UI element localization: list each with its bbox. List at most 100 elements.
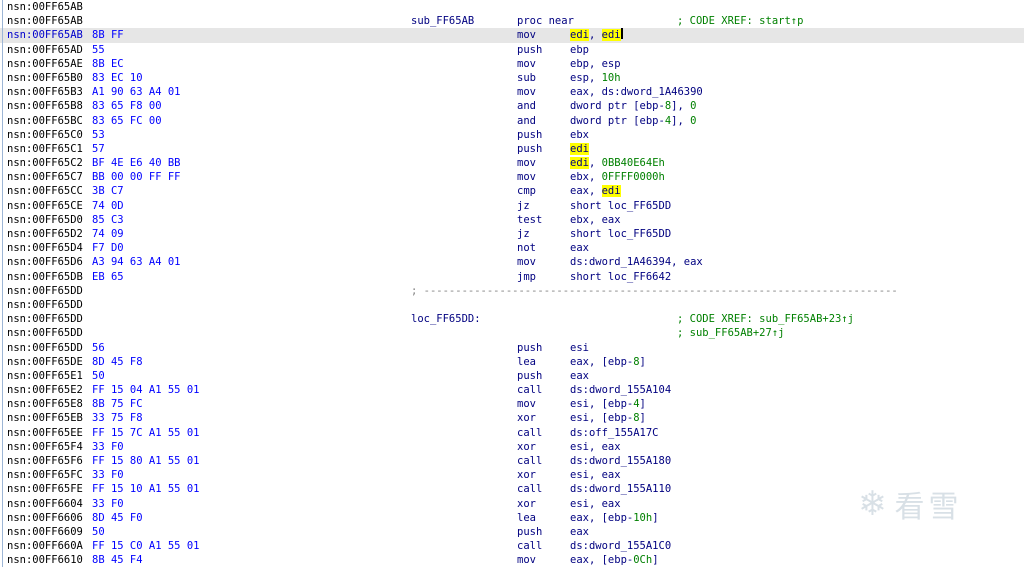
operand-token[interactable]: ebx, — [570, 171, 602, 184]
instruction-operands[interactable]: eax, [ebp-10h] — [570, 511, 659, 525]
opcode-bytes[interactable]: 8B EC — [92, 57, 124, 70]
operand-token[interactable]: short loc_FF65DD — [570, 199, 672, 212]
operand-token[interactable]: ] — [639, 412, 646, 425]
instruction-operands[interactable]: eax — [570, 241, 589, 255]
opcode-bytes[interactable]: 85 C3 — [92, 213, 124, 226]
immediate-value[interactable]: 0BB40E64Eh — [601, 157, 665, 170]
highlighted-register[interactable]: edi — [601, 29, 621, 42]
immediate-value[interactable]: 4 — [664, 114, 672, 127]
opcode-bytes[interactable]: FF 15 7C A1 55 01 — [92, 426, 200, 439]
line-address[interactable]: nsn:00FF65D6 — [7, 256, 83, 269]
immediate-value[interactable]: 4 — [633, 398, 640, 411]
line-address[interactable]: nsn:00FF65CC — [7, 185, 83, 198]
line-address[interactable]: nsn:00FF65B3 — [7, 86, 83, 99]
operand-token[interactable]: short loc_FF6642 — [570, 270, 672, 283]
opcode-bytes[interactable]: 74 09 — [92, 228, 124, 240]
instruction-mnemonic[interactable]: test — [517, 213, 543, 226]
line-address[interactable]: nsn:00FF65AB — [7, 15, 83, 28]
instruction-operands[interactable]: ebx — [570, 128, 589, 142]
instruction-mnemonic[interactable]: push — [517, 525, 543, 538]
code-label[interactable]: sub_FF65AB — [411, 15, 475, 28]
operand-token[interactable]: ebp — [570, 43, 589, 56]
instruction-mnemonic[interactable]: call — [517, 384, 543, 397]
instruction-operands[interactable]: ds:dword_155A1C0 — [570, 539, 671, 553]
operand-token[interactable]: short loc_FF65DD — [570, 228, 672, 240]
opcode-bytes[interactable]: FF 15 04 A1 55 01 — [92, 384, 200, 397]
instruction-mnemonic[interactable]: mov — [517, 554, 536, 567]
line-address[interactable]: nsn:00FF65DB — [7, 270, 83, 283]
instruction-operands[interactable]: dword ptr [ebp-4], 0 — [570, 114, 696, 128]
line-comment[interactable]: ; CODE XREF: start↑p — [677, 15, 804, 28]
listing-line[interactable]: nsn:00FF65DD — [0, 298, 1024, 312]
operand-token[interactable]: esp, — [570, 71, 602, 84]
operand-token[interactable]: ds:dword_155A180 — [570, 455, 672, 467]
operand-token[interactable]: ], — [671, 100, 691, 113]
immediate-value[interactable]: 8 — [664, 100, 672, 113]
operand-token[interactable]: ] — [639, 355, 646, 368]
line-address[interactable]: nsn:00FF65DE — [7, 355, 83, 368]
code-label[interactable]: loc_FF65DD: — [411, 313, 481, 326]
instruction-operands[interactable]: ds:off_155A17C — [570, 426, 659, 440]
instruction-operands[interactable]: ebp, esp — [570, 57, 621, 71]
listing-line[interactable]: nsn:00FF65DD; --------------------------… — [0, 284, 1024, 298]
instruction-operands[interactable]: esi, eax — [570, 440, 621, 454]
instruction-mnemonic[interactable]: push — [517, 43, 543, 56]
highlighted-register[interactable]: edi — [570, 29, 589, 42]
line-address[interactable]: nsn:00FF65BC — [7, 114, 83, 127]
line-address[interactable]: nsn:00FF65E8 — [7, 398, 83, 411]
line-address[interactable]: nsn:00FF65CE — [7, 199, 83, 212]
operand-token[interactable]: ds:dword_155A104 — [570, 384, 672, 397]
line-address[interactable]: nsn:00FF65DD — [7, 341, 83, 354]
opcode-bytes[interactable]: 50 — [92, 369, 105, 382]
instruction-operands[interactable]: eax — [570, 369, 589, 383]
opcode-bytes[interactable]: EB 65 — [92, 270, 124, 283]
highlighted-register[interactable]: edi — [601, 185, 621, 198]
line-address[interactable]: nsn:00FF65DD — [7, 284, 83, 297]
opcode-bytes[interactable]: 55 — [92, 43, 105, 56]
operand-token[interactable]: eax — [570, 369, 589, 382]
instruction-operands[interactable]: esi, eax — [570, 497, 621, 511]
instruction-operands[interactable]: eax — [570, 525, 589, 539]
listing-line[interactable]: nsn:00FF65AB sub_FF65AB proc near ; CODE XR… — [0, 14, 1024, 28]
line-comment[interactable]: ; sub_FF65AB+27↑j — [677, 327, 785, 340]
operand-token[interactable]: ds:dword_155A110 — [570, 483, 672, 496]
operand-token[interactable]: , — [588, 157, 602, 170]
operand-token[interactable]: , — [588, 29, 602, 42]
instruction-mnemonic[interactable]: and — [517, 114, 536, 127]
line-address[interactable]: nsn:00FF65E1 — [7, 369, 83, 382]
line-address[interactable]: nsn:00FF65AB — [7, 1, 83, 13]
instruction-operands[interactable]: eax, edi — [570, 184, 621, 198]
opcode-bytes[interactable]: 8B FF — [92, 29, 124, 42]
line-address[interactable]: nsn:00FF6606 — [7, 511, 83, 524]
instruction-mnemonic[interactable]: proc near — [517, 15, 574, 28]
opcode-bytes[interactable]: 83 65 F8 00 — [92, 100, 162, 113]
instruction-mnemonic[interactable]: jz — [517, 228, 530, 240]
opcode-bytes[interactable]: 33 F0 — [92, 469, 124, 482]
instruction-operands[interactable]: edi, edi — [570, 28, 623, 42]
operand-token[interactable]: eax — [570, 525, 589, 538]
opcode-bytes[interactable]: 8D 45 F0 — [92, 511, 143, 524]
instruction-mnemonic[interactable]: mov — [517, 157, 536, 170]
listing-line[interactable]: nsn:00FF65DD; sub_FF65AB+27↑j — [0, 326, 1024, 340]
line-address[interactable]: nsn:00FF65DD — [7, 313, 83, 326]
opcode-bytes[interactable]: 50 — [92, 525, 105, 538]
instruction-operands[interactable]: esi — [570, 341, 589, 355]
instruction-operands[interactable]: esi, [ebp-4] — [570, 397, 646, 411]
instruction-operands[interactable]: esi, eax — [570, 468, 621, 482]
opcode-bytes[interactable]: 56 — [92, 341, 105, 354]
